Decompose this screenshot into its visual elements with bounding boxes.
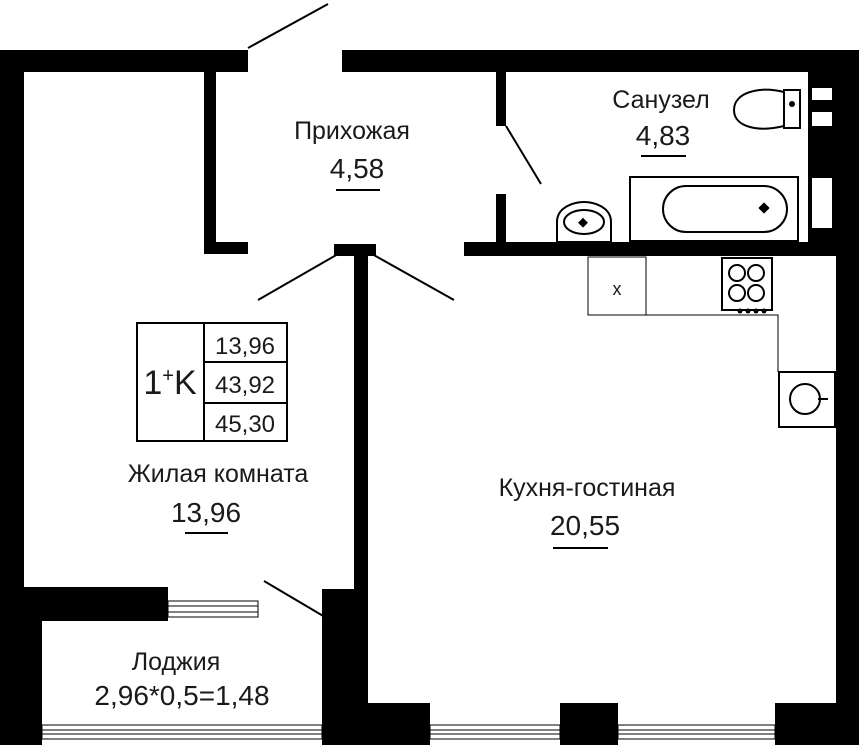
vent-shaft	[812, 88, 832, 228]
summary-living-area: 13,96	[215, 333, 275, 360]
fridge-icon	[587, 256, 647, 316]
living-room-area: 13,96	[171, 497, 241, 528]
hallway-area: 4,58	[330, 153, 385, 184]
bathtub-icon	[629, 176, 799, 242]
hallway-name: Прихожая	[294, 117, 410, 145]
summary-total-area: 43,92	[215, 372, 275, 399]
apartment-type: 1+K	[143, 364, 197, 402]
exterior-walls	[0, 50, 859, 745]
loggia-area: 2,96*0,5=1,48	[94, 680, 269, 711]
bathroom-name: Санузел	[612, 86, 709, 114]
loggia-name: Лоджия	[132, 648, 221, 676]
kitchen-living-name: Кухня-гостиная	[499, 474, 676, 502]
sink-icon	[556, 200, 612, 243]
living-room-name: Жилая комната	[128, 460, 309, 488]
summary-total-with-loggia: 45,30	[215, 411, 275, 438]
kitchen-living-area: 20,55	[550, 510, 620, 541]
door-swings	[247, 3, 542, 634]
stove-icon	[721, 257, 773, 314]
bathroom-area: 4,83	[636, 120, 691, 151]
counter-outline	[645, 257, 779, 372]
toilet-icon	[732, 88, 801, 130]
kitchen-sink-icon	[778, 371, 836, 428]
apartment-badge	[136, 322, 288, 442]
windows	[41, 600, 776, 740]
fridge-mark: x	[613, 279, 622, 299]
